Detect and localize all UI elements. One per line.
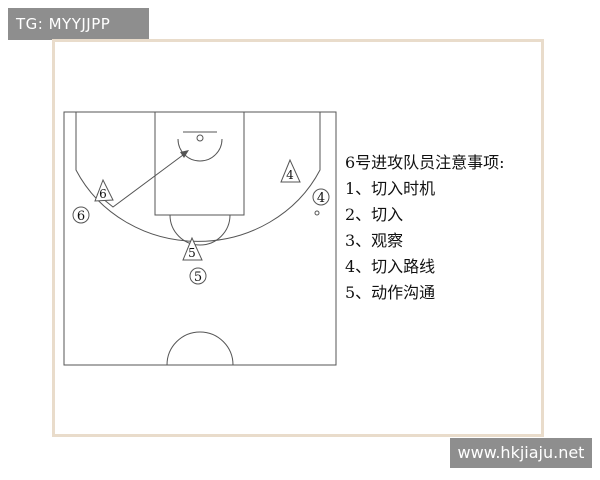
defender-5-triangle xyxy=(182,236,203,261)
offense-6-label: 6 xyxy=(77,209,85,224)
offense-4-circle xyxy=(312,188,330,206)
notes-title: 6号进攻队员注意事项: xyxy=(345,153,505,172)
notes-item-4: 4、切入路线 xyxy=(345,257,436,276)
notes-panel: 6号进攻队员注意事项: 1、切入时机 2、切入 3、观察 4、切入路线 5、动作… xyxy=(345,150,545,306)
offense-5-label: 5 xyxy=(194,270,202,285)
notes-item-5: 5、动作沟通 xyxy=(345,283,436,302)
restricted-arc xyxy=(177,138,223,162)
defender-6-triangle xyxy=(94,178,114,202)
defender-4-triangle xyxy=(280,158,301,183)
defender-4-label: 4 xyxy=(286,168,294,182)
notes-item-2: 2、切入 xyxy=(345,205,404,224)
offense-5-circle xyxy=(189,267,207,285)
offense-4-label: 4 xyxy=(317,191,325,206)
diagram-frame xyxy=(52,39,544,437)
site-watermark: www.hkjiaju.net xyxy=(450,438,592,468)
free-throw-arc xyxy=(169,214,231,246)
defender-5-label: 5 xyxy=(188,246,196,260)
tg-label: TG: MYYJJPP xyxy=(8,8,149,40)
notes-item-1: 1、切入时机 xyxy=(345,179,436,198)
offense-4-marker-dot xyxy=(314,210,320,216)
defender-6-label: 6 xyxy=(99,187,107,201)
court-boundary xyxy=(63,111,337,366)
arrow-head xyxy=(180,150,189,158)
center-circle xyxy=(166,331,234,366)
offense-6-circle xyxy=(72,206,90,224)
free-throw-lane xyxy=(154,111,245,216)
notes-item-3: 3、观察 xyxy=(345,231,404,250)
hoop xyxy=(196,134,204,142)
